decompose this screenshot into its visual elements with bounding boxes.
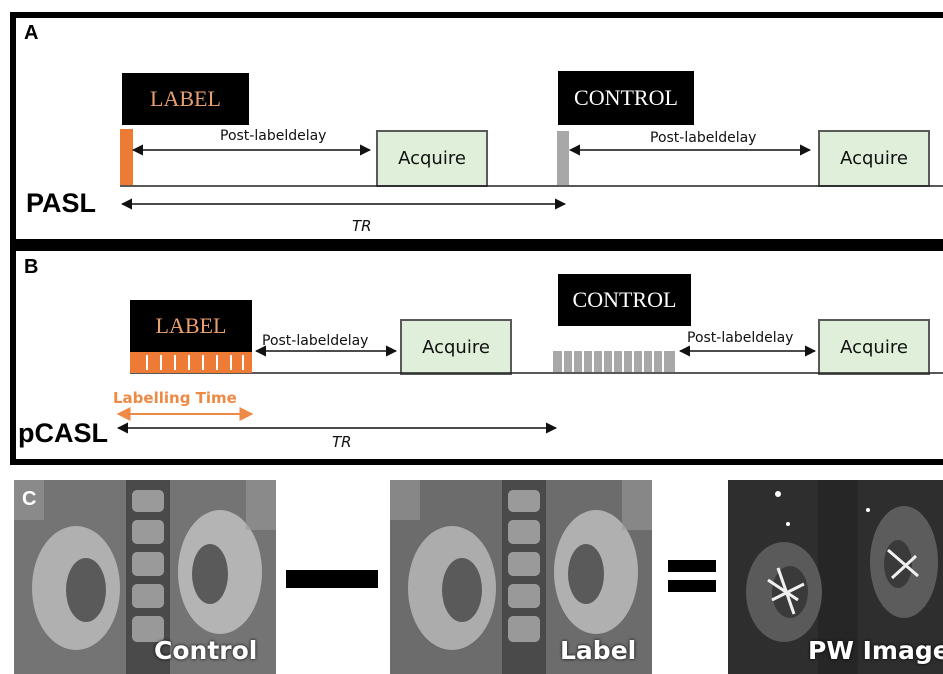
- panel-b-delay-label-2: Post-labeldelay: [687, 330, 794, 346]
- panel-b-acquire-1: Acquire: [400, 319, 512, 375]
- panel-a-delay-label-2: Post-labeldelay: [650, 130, 757, 146]
- panel-b-tr-label: TR: [332, 433, 352, 451]
- pw-image-caption: PW Image: [808, 636, 943, 665]
- panel-a-letter: A: [24, 22, 39, 44]
- pw-kidney-drawing: [728, 480, 943, 674]
- labelling-time-label: Labelling Time: [113, 389, 237, 407]
- panel-a-label-box: LABEL: [122, 73, 249, 125]
- panel-b-acquire-2: Acquire: [818, 319, 930, 375]
- panel-a-label-pulse: [120, 129, 133, 185]
- label-mri-image: [390, 480, 652, 674]
- panel-a-acquire-1: Acquire: [376, 130, 488, 187]
- panel-c-letter: C: [22, 488, 37, 510]
- panel-a-delay-label-1: Post-labeldelay: [220, 128, 327, 144]
- panel-b-letter: B: [24, 256, 39, 278]
- control-mri-image: [14, 480, 276, 674]
- panel-b-label-box: LABEL: [130, 300, 252, 352]
- equals-operator: [668, 560, 716, 592]
- panel-b-control-pulse-train: [553, 351, 675, 372]
- panel-b-delay-label-1: Post-labeldelay: [262, 333, 369, 349]
- panel-a-sequence-name: PASL: [26, 188, 97, 218]
- panel-a-control-box: CONTROL: [558, 71, 694, 125]
- panel-a-control-pulse: [557, 131, 569, 185]
- panel-a-acquire-2: Acquire: [818, 130, 930, 187]
- label-kidney-drawing: [390, 480, 652, 674]
- panel-b-sequence-name: pCASL: [18, 418, 108, 448]
- control-image-caption: Control: [154, 636, 258, 665]
- panel-a-tr-label: TR: [352, 217, 372, 235]
- pw-mri-image: [728, 480, 943, 674]
- control-kidney-drawing: [14, 480, 276, 674]
- panel-b-label-pulse-train: [130, 352, 252, 373]
- minus-operator: [286, 570, 378, 588]
- label-image-caption: Label: [560, 636, 637, 665]
- panel-b-control-box: CONTROL: [558, 274, 691, 326]
